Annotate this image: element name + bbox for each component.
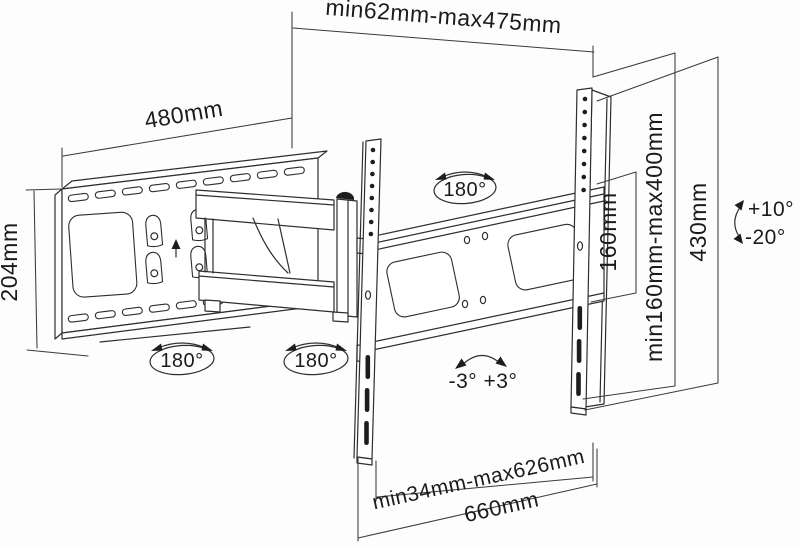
wall-plate-side-face xyxy=(54,188,63,340)
label-swivel-left: 180° xyxy=(160,350,203,372)
arm-hinge-column xyxy=(336,198,358,318)
level-arc-icon xyxy=(460,354,502,367)
label-vesa-hole-spacing: 160mm xyxy=(595,192,621,271)
label-extension-range: min62mm-max475mm xyxy=(325,0,563,38)
wall-plate xyxy=(54,150,328,343)
rail-holes xyxy=(576,96,588,251)
swivel-indicator-top: 180° xyxy=(433,171,497,205)
up-arrow-icon xyxy=(171,239,181,258)
label-tilt-up: +10° xyxy=(748,198,794,221)
label-bracket-height: 430mm xyxy=(685,182,711,261)
dimension-vesa-hole-spacing: 160mm xyxy=(590,171,637,303)
arm-elbow xyxy=(252,217,291,274)
bolt-icon xyxy=(336,191,355,200)
tilt-arrow-icon xyxy=(734,205,742,239)
arm-top-bar-edge xyxy=(195,194,335,206)
label-swivel-middle: 180° xyxy=(294,350,337,372)
label-tilt-down: -20° xyxy=(745,226,786,249)
crossbar-holes xyxy=(461,231,489,309)
label-swivel-top: 180° xyxy=(443,179,486,201)
wall-plate-lip xyxy=(99,326,251,343)
dimension-wall-plate-height: 204mm xyxy=(0,188,89,357)
arm-feet xyxy=(204,299,349,323)
crossbar-fold-lines xyxy=(367,193,605,344)
dimension-extension-range: min62mm-max475mm xyxy=(291,0,595,149)
dimension-vesa-range: min160mm-max400mm xyxy=(582,52,676,400)
wall-plate-cable-opening xyxy=(68,211,138,298)
tilt-indicator: +10° -20° xyxy=(733,198,794,249)
level-indicator: -3° +3° xyxy=(449,354,518,393)
dimension-bracket-height: 430mm xyxy=(584,56,719,411)
swivel-indicator-middle: 180° xyxy=(283,342,349,376)
swivel-indicator-left: 180° xyxy=(149,342,215,376)
vesa-rail-left xyxy=(353,138,382,466)
label-level-adjust: -3° +3° xyxy=(449,370,518,393)
vesa-rail-right xyxy=(570,87,593,416)
label-vesa-range: min160mm-max400mm xyxy=(641,112,667,362)
rotate-arrows-icon xyxy=(291,342,341,349)
crossbar xyxy=(367,186,605,352)
crossbar-cutout-left xyxy=(386,251,460,318)
rotate-arrows-icon xyxy=(441,171,489,178)
articulating-arm xyxy=(195,189,368,363)
arm-top-bar xyxy=(195,189,335,231)
arm-inner-link xyxy=(204,217,214,274)
label-wall-plate-width: 480mm xyxy=(142,95,224,134)
rotate-arrows-icon xyxy=(157,342,207,349)
label-wall-plate-height: 204mm xyxy=(0,222,22,301)
tv-bracket xyxy=(353,87,612,466)
rail-holes xyxy=(364,147,376,300)
arm-bottom-bar-edge xyxy=(198,275,335,288)
